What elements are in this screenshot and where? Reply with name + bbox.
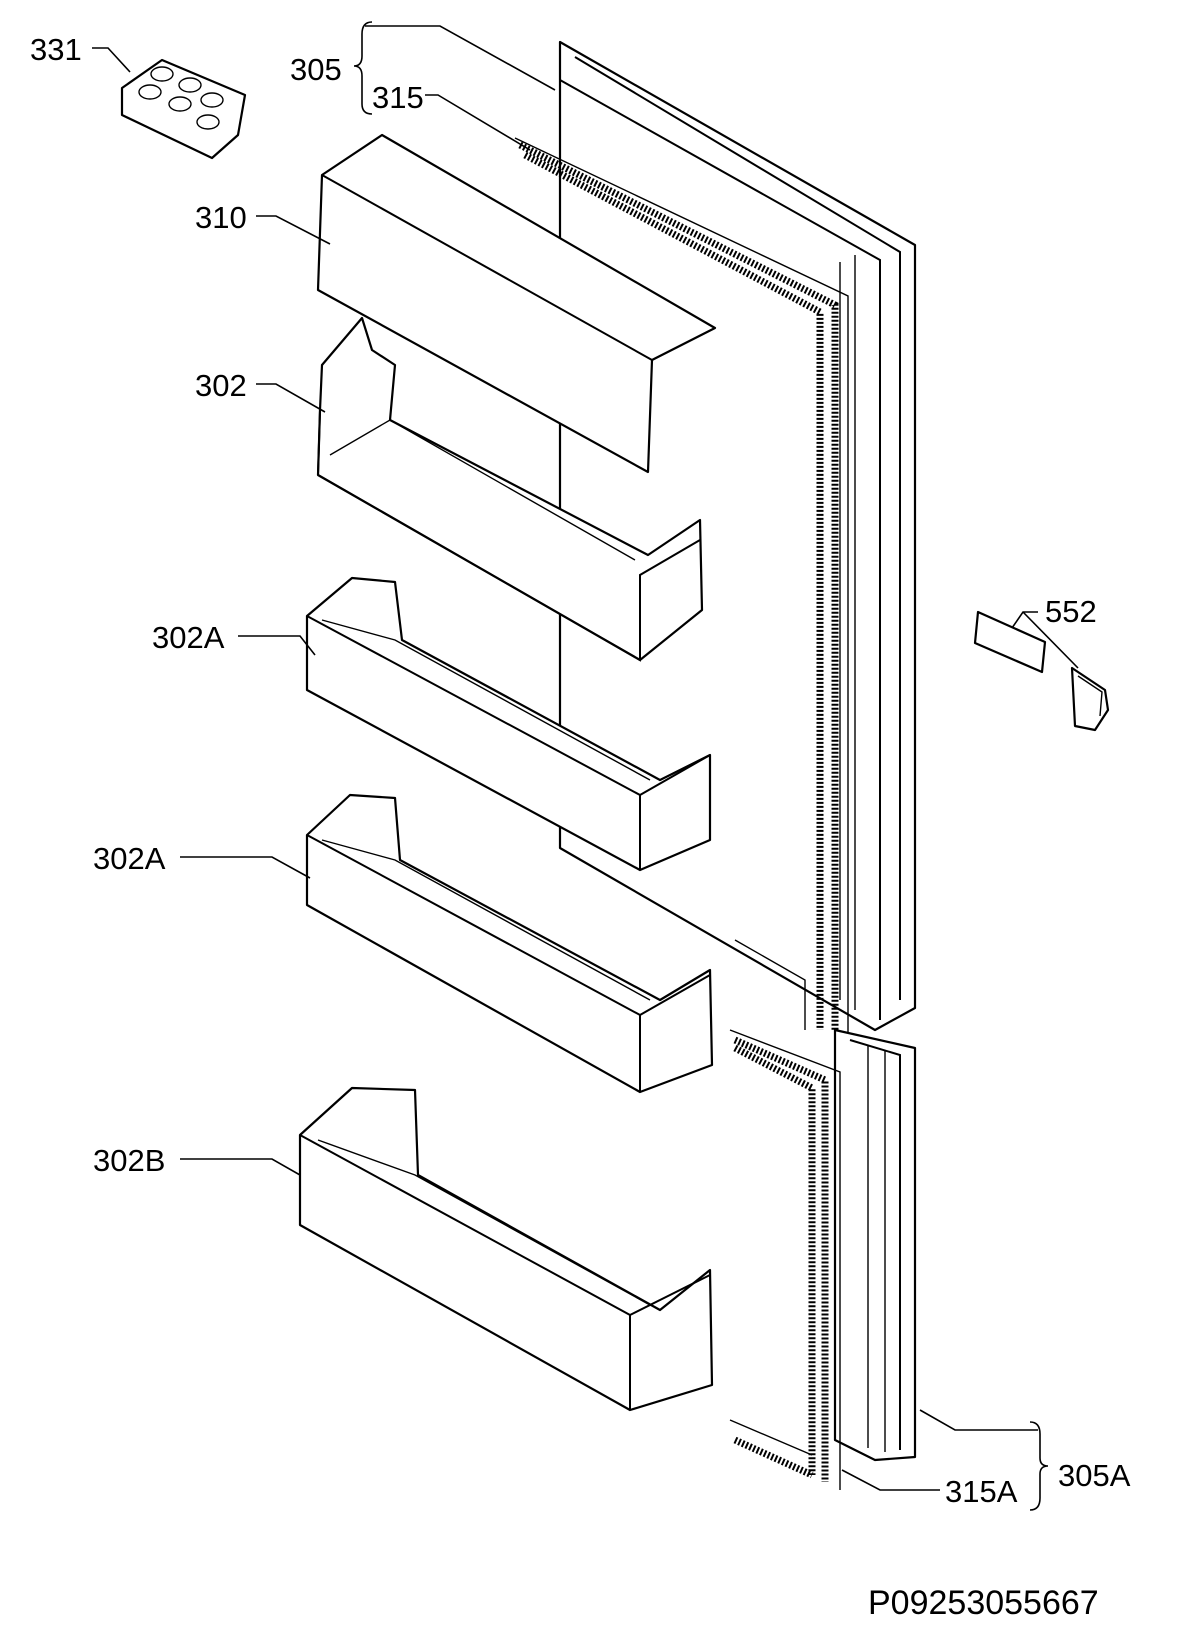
drawing-code: P09253055667 <box>868 1584 1099 1622</box>
label-331: 331 <box>30 32 82 67</box>
door-shelf-302 <box>316 316 704 662</box>
label-302B: 302B <box>93 1143 165 1178</box>
shelf-cover-310 <box>316 133 717 474</box>
label-552: 552 <box>1045 594 1097 629</box>
label-315: 315 <box>372 80 424 115</box>
label-305A: 305A <box>1058 1458 1131 1493</box>
label-302A-lower: 302A <box>93 841 166 876</box>
label-315A: 315A <box>945 1474 1018 1509</box>
part-labels: 331 305 315 310 302 302A 302A 302B 552 3… <box>30 32 1131 1622</box>
lower-door-305A <box>833 1028 917 1462</box>
hinge-brackets-552 <box>973 610 1110 732</box>
label-302: 302 <box>195 368 247 403</box>
leader-lines <box>92 21 1079 1511</box>
lower-gasket-315A <box>729 1029 841 1490</box>
door-shelf-302A-lower <box>305 793 714 1094</box>
egg-tray-331 <box>120 58 247 160</box>
upper-gasket-315 <box>514 137 849 1038</box>
door-shelf-302B <box>298 1086 714 1412</box>
label-305: 305 <box>290 52 342 87</box>
label-310: 310 <box>195 200 247 235</box>
label-302A-upper: 302A <box>152 620 225 655</box>
door-shelf-302A-upper <box>305 576 712 872</box>
